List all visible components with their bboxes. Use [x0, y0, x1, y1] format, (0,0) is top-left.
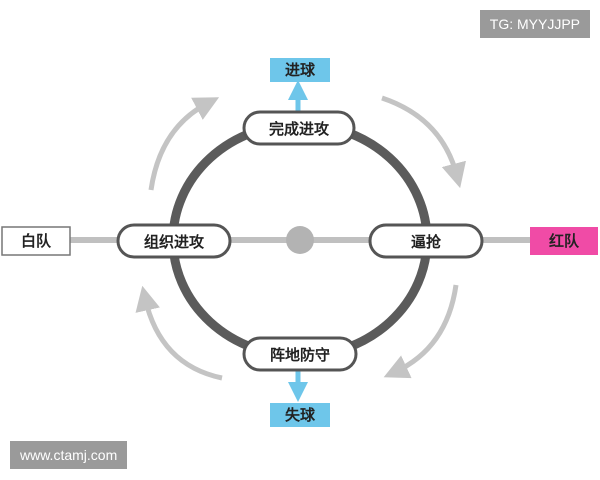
cycle-arrow-top-left: [148, 97, 220, 191]
phase-label-top: 完成进攻: [269, 120, 330, 138]
phase-label-right: 逼抢: [411, 233, 442, 251]
phase-label-bottom: 阵地防守: [270, 346, 330, 364]
concede-box: [270, 403, 330, 427]
red-team-box: [530, 227, 598, 255]
white-team-label: 白队: [21, 232, 52, 250]
watermark-top-right: TG: MYYJJPP: [479, 10, 590, 38]
score-box: [270, 58, 330, 82]
phase-node-top: [242, 110, 356, 146]
red-team-label: 红队: [549, 232, 580, 250]
phase-label-left: 组织进攻: [144, 233, 205, 251]
center-dot: [286, 226, 314, 254]
cycle-arrow-top-right: [381, 95, 466, 189]
phase-node-left: [116, 223, 232, 259]
phase-node-right: [368, 223, 484, 259]
watermark-bottom-left: www.ctamj.com: [10, 441, 128, 469]
cycle-arrow-bottom-right: [383, 284, 459, 379]
white-team-box: [1, 226, 71, 256]
cycle-arrow-bottom-left: [135, 285, 223, 381]
concede-label: 失球: [285, 406, 316, 424]
phase-node-bottom: [242, 336, 358, 372]
score-label: 进球: [285, 61, 316, 79]
